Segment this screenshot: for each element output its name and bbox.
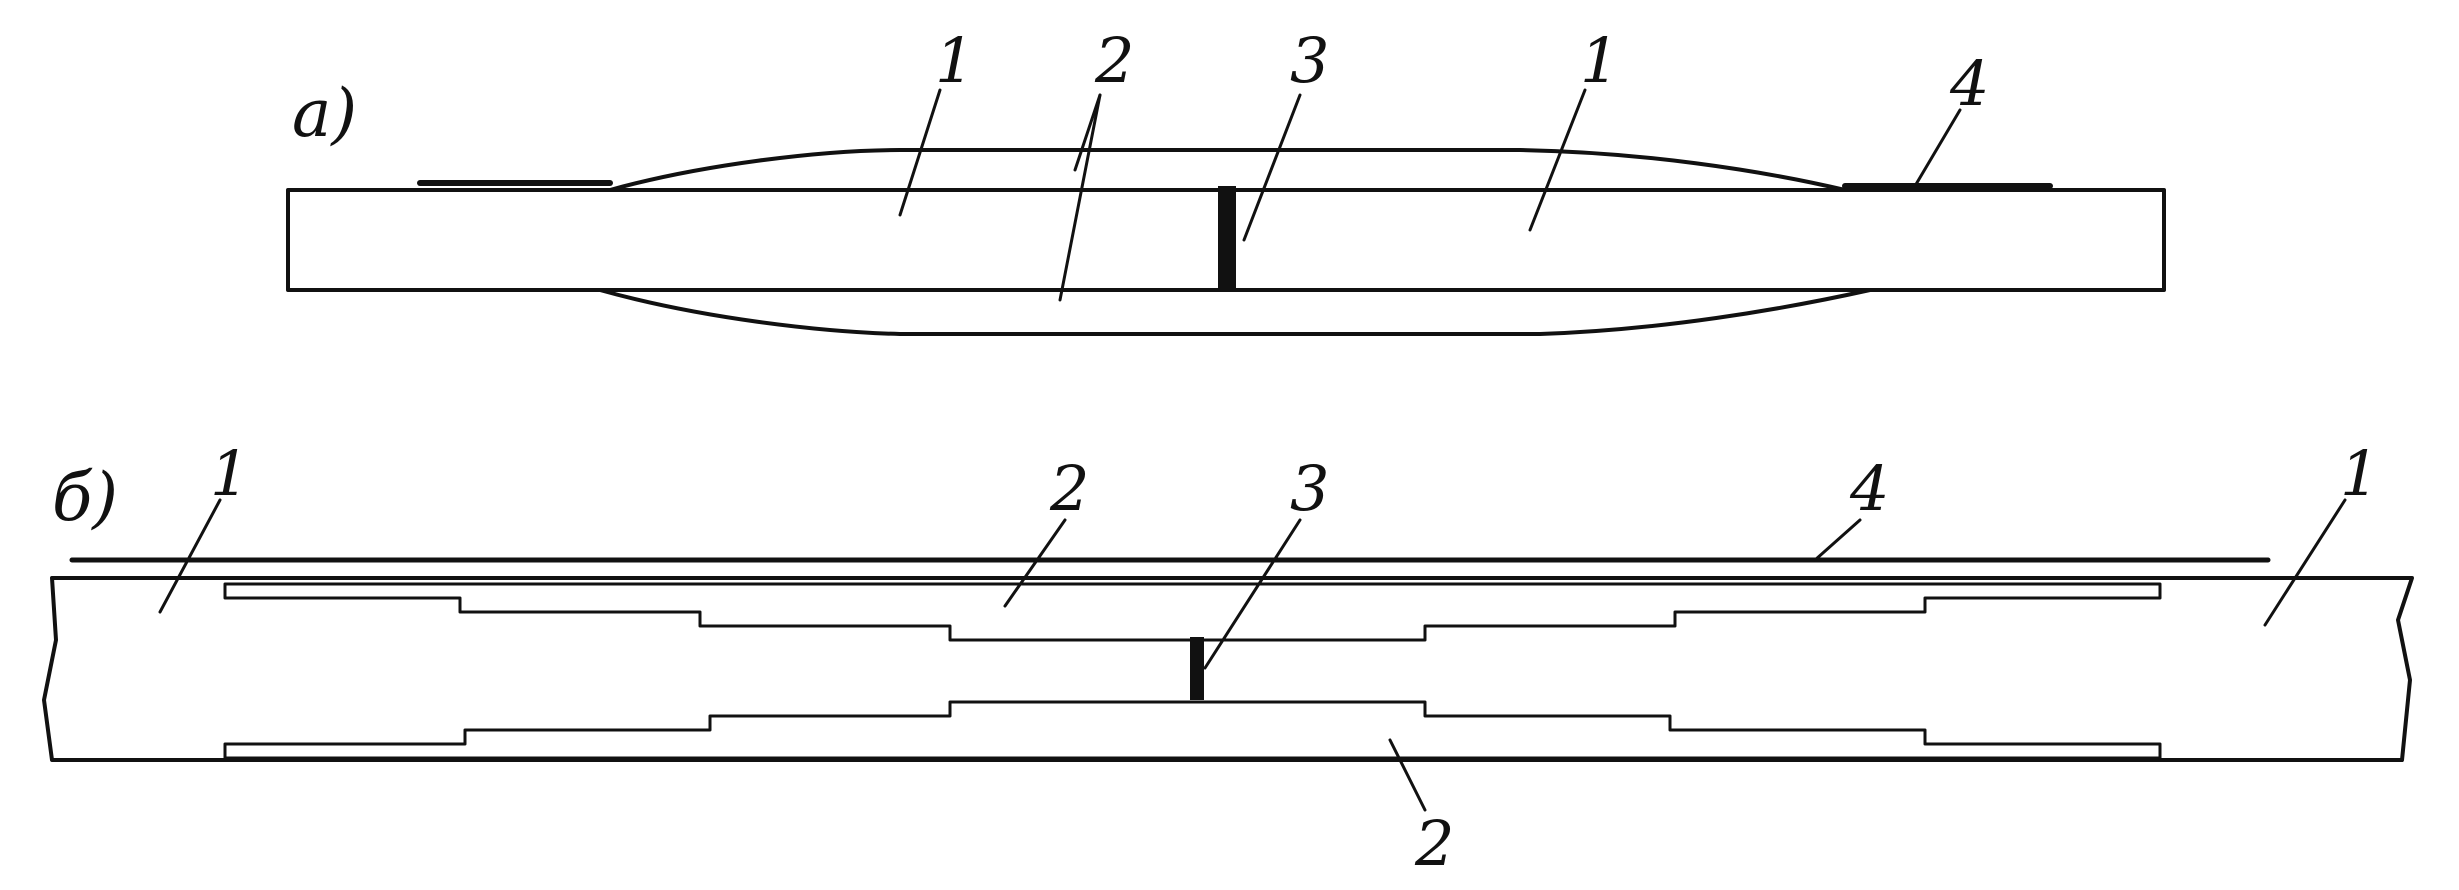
view-a-leader-1-right xyxy=(1528,88,1587,232)
view-b-callout-1-left: 1 xyxy=(210,437,249,510)
view-b-leader-2-top xyxy=(1003,518,1067,608)
view-b-callout-4: 4 xyxy=(1849,452,1889,525)
view-a-callout-2: 2 xyxy=(1094,24,1134,97)
view-a-callout-1-right: 1 xyxy=(1580,24,1619,97)
view-a-callout-4: 4 xyxy=(1949,47,1989,120)
view-b-leader-4 xyxy=(1813,518,1862,562)
view-b-butt-joint xyxy=(1190,637,1204,700)
view-a-callout-3: 3 xyxy=(1290,24,1329,97)
view-a-leader-2-top xyxy=(1073,93,1102,172)
view-b-leader-1-right xyxy=(2263,498,2347,627)
view-a-right-core xyxy=(1230,188,2166,292)
view-a-leader-3 xyxy=(1242,93,1302,242)
view-b: б) 1 2 3 4 1 2 xyxy=(42,437,2414,880)
view-b-label: б) xyxy=(52,459,118,536)
view-b-callout-3: 3 xyxy=(1290,452,1329,525)
view-b-upper-laminate xyxy=(223,582,2162,642)
view-a: a) 1 2 3 1 4 xyxy=(286,24,2166,336)
view-b-lower-laminate xyxy=(223,700,2162,760)
view-b-callout-1-right: 1 xyxy=(2340,437,2379,510)
view-a-butt-joint xyxy=(1218,186,1236,292)
view-b-leader-1-left xyxy=(158,498,222,614)
view-a-upper-overlay xyxy=(608,148,1847,192)
view-b-leader-3 xyxy=(1203,518,1302,670)
view-a-left-core xyxy=(286,188,1222,292)
view-b-board-band xyxy=(42,576,2414,762)
view-a-lower-overlay xyxy=(598,288,1872,336)
view-a-callout-1-left: 1 xyxy=(935,24,974,97)
view-b-leader-2-bottom xyxy=(1388,738,1427,812)
view-b-callout-2-top: 2 xyxy=(1049,452,1089,525)
view-b-callout-2-bottom: 2 xyxy=(1414,807,1454,880)
view-a-leader-2-bottom xyxy=(1058,93,1102,302)
view-a-label: a) xyxy=(292,75,357,152)
view-a-leader-4 xyxy=(1913,108,1962,188)
view-a-leader-1-left xyxy=(898,88,942,217)
